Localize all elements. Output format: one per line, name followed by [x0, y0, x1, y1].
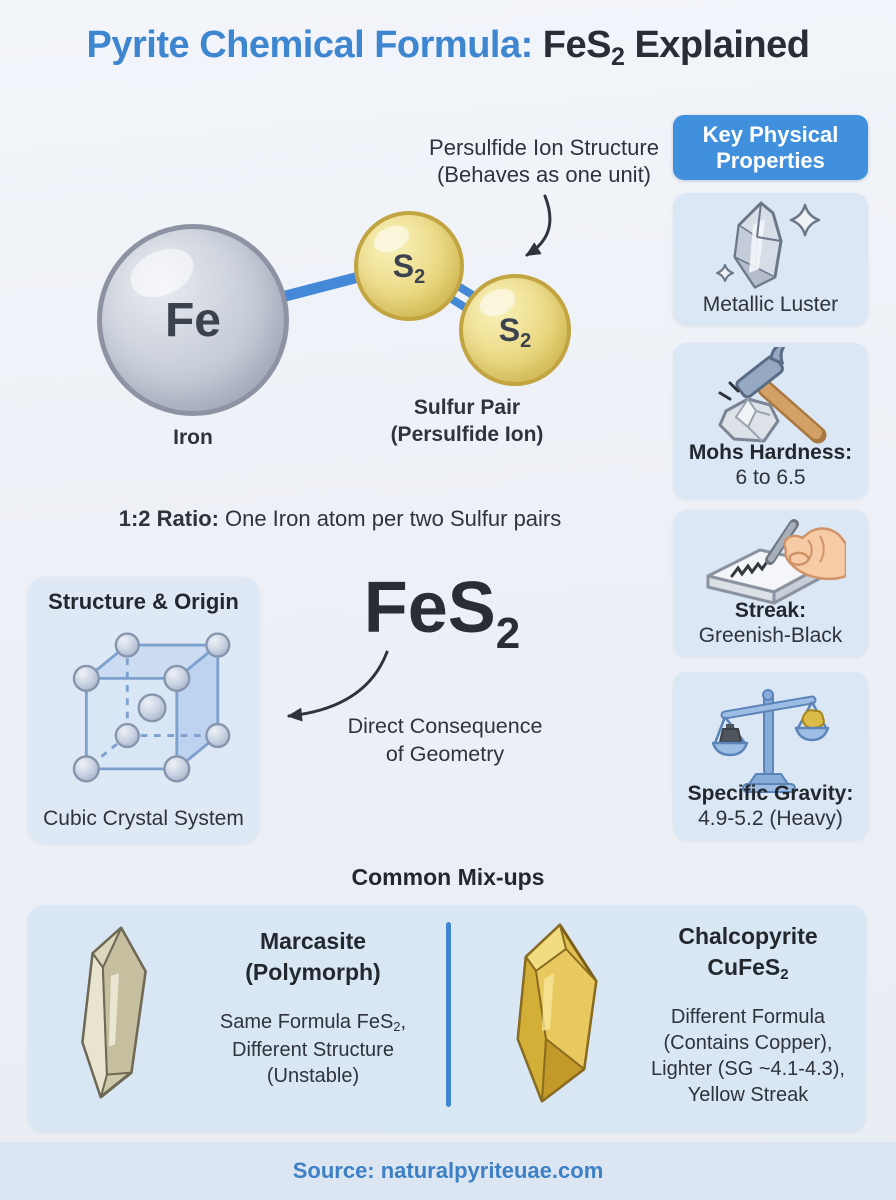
- page-title: Pyrite Chemical Formula:FeS2 Explained: [0, 24, 896, 71]
- structure-box-caption: Cubic Crystal System: [43, 807, 244, 830]
- iron-atom-sphere: Fe: [97, 224, 289, 416]
- annotation-line2: (Behaves as one unit): [436, 162, 652, 187]
- annotation-line1: Persulfide Ion Structure: [429, 135, 659, 160]
- chalcopyrite-crystal-icon: [516, 923, 598, 1103]
- properties-header: Key Physical Properties: [673, 115, 868, 180]
- sulfur-pair-caption: Sulfur Pair (Persulfide Ion): [390, 396, 544, 446]
- sulfur-pair-sphere-2: S2: [459, 274, 571, 386]
- hardness-label: Mohs Hardness: 6 to 6.5: [688, 441, 853, 489]
- ratio-statement: 1:2 Ratio:One Iron atom per two Sulfur p…: [60, 506, 620, 532]
- marcasite-title: Marcasite (Polymorph): [245, 928, 381, 985]
- marcasite-description: Same Formula FeS2, Different Structure (…: [219, 1011, 407, 1087]
- title-formula-subscript: 2: [610, 43, 625, 71]
- property-card-streak: Streak: Greenish-Black: [673, 510, 868, 657]
- footer-source: Source: naturalpyriteuae.com: [292, 1158, 604, 1183]
- crystal-luster-icon: [715, 201, 820, 290]
- chalcopyrite-description: Different Formula (Contains Copper), Lig…: [651, 1006, 845, 1106]
- sulfur-pair-sphere-1: S2: [354, 211, 464, 321]
- geometry-consequence-label: Direct Consequence of Geometry: [347, 714, 543, 766]
- balance-scale-icon: [711, 689, 829, 793]
- luster-label: Metallic Luster: [702, 293, 839, 316]
- annotation-arrow: [525, 194, 552, 257]
- property-card-hardness: Mohs Hardness: 6 to 6.5: [673, 343, 868, 499]
- ratio-text: One Iron atom per two Sulfur pairs: [224, 506, 562, 531]
- title-highlight: Pyrite Chemical Formula:: [86, 24, 534, 66]
- hammer-icon: [718, 347, 826, 444]
- property-card-gravity: Specific Gravity: 4.9-5.2 (Heavy): [673, 672, 868, 840]
- marcasite-crystal-icon: [81, 926, 147, 1099]
- big-formula: FeS2: [363, 568, 521, 658]
- title-formula: FeS2 Explained: [542, 24, 810, 71]
- sulfur-symbol: S2: [392, 247, 426, 288]
- sulfur-symbol: S2: [498, 311, 532, 352]
- streak-label: Streak: Greenish-Black: [698, 599, 843, 647]
- geometry-arrow: [287, 650, 389, 722]
- chalcopyrite-title: Chalcopyrite CuFeS2: [678, 923, 818, 983]
- cubic-lattice-icon: [72, 632, 231, 783]
- iron-caption: Iron: [173, 426, 213, 449]
- gravity-label: Specific Gravity: 4.9-5.2 (Heavy): [687, 782, 854, 830]
- mixups-heading: Common Mix-ups: [351, 864, 545, 890]
- property-card-luster: Metallic Luster: [673, 193, 868, 326]
- mixups-card: Marcasite (Polymorph) Same Formula FeS2,…: [28, 905, 866, 1132]
- footer: Source: naturalpyriteuae.com: [0, 1142, 896, 1200]
- structure-origin-box: Structure & Origin: [28, 577, 259, 843]
- divider: [446, 922, 451, 1107]
- structure-box-title: Structure & Origin: [48, 589, 239, 614]
- iron-symbol: Fe: [164, 293, 221, 347]
- persulfide-annotation: Persulfide Ion Structure (Behaves as one…: [324, 134, 764, 188]
- streak-test-icon: [706, 519, 846, 605]
- ratio-bold: 1:2 Ratio:: [118, 506, 219, 531]
- big-formula-subscript: 2: [495, 609, 521, 658]
